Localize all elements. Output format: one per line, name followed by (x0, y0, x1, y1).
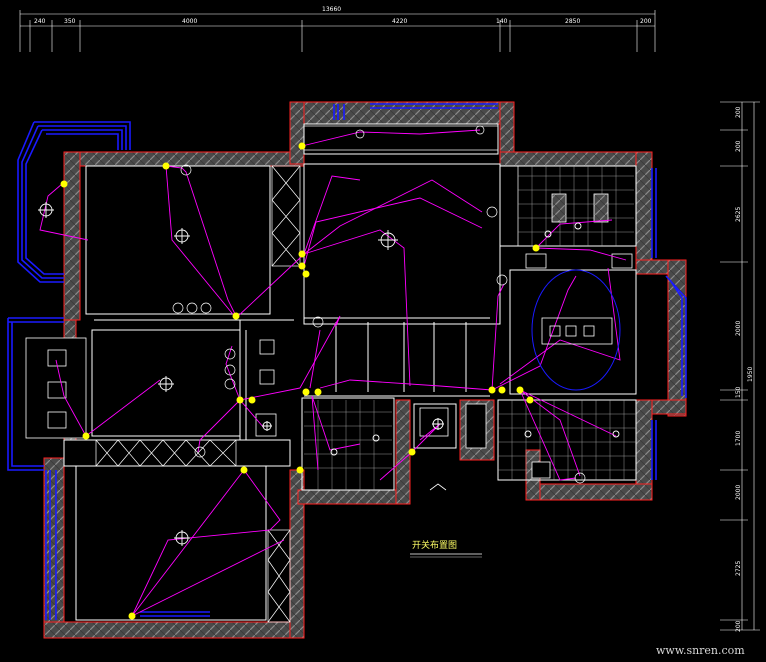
top-dimension-line (19, 10, 656, 52)
dim-right-9: 2725 (735, 561, 742, 576)
dim-right-2: 200 (735, 140, 742, 152)
dim-right-10: 200 (735, 620, 742, 632)
north-arrow (429, 483, 447, 491)
bath-fixtures (25, 193, 633, 479)
dim-right-6: 150 (735, 386, 742, 398)
dim-top-1: 240 (34, 18, 46, 25)
interior-walls (63, 123, 637, 621)
dim-right-4: 2000 (735, 321, 742, 336)
dim-top-total: 13660 (322, 6, 341, 13)
windows (7, 103, 687, 620)
living-oval-ceiling (531, 269, 621, 391)
dim-right-5: 1950 (747, 367, 754, 382)
dim-top-4: 4220 (392, 18, 407, 25)
switch-wiring (39, 129, 627, 617)
ceiling-lights (38, 202, 620, 546)
right-dimension-line (720, 101, 760, 631)
wardrobes (95, 125, 519, 623)
dim-top-5: 140 (496, 18, 508, 25)
watermark: www.snren.com (656, 644, 745, 657)
dim-top-3: 4000 (182, 18, 197, 25)
living-table (541, 317, 613, 345)
dim-right-7: 1700 (735, 431, 742, 446)
dim-top-6: 2850 (565, 18, 580, 25)
dim-right-8: 2000 (735, 485, 742, 500)
dim-right-1: 200 (735, 106, 742, 118)
dim-right-3: 2625 (735, 207, 742, 222)
exterior-walls (43, 101, 687, 639)
dim-top-2: 350 (64, 18, 76, 25)
switch-points (60, 142, 540, 620)
drawing-title: 开关布置图 (412, 539, 457, 551)
dim-top-7: 200 (640, 18, 652, 25)
socket-symbols (172, 125, 586, 484)
